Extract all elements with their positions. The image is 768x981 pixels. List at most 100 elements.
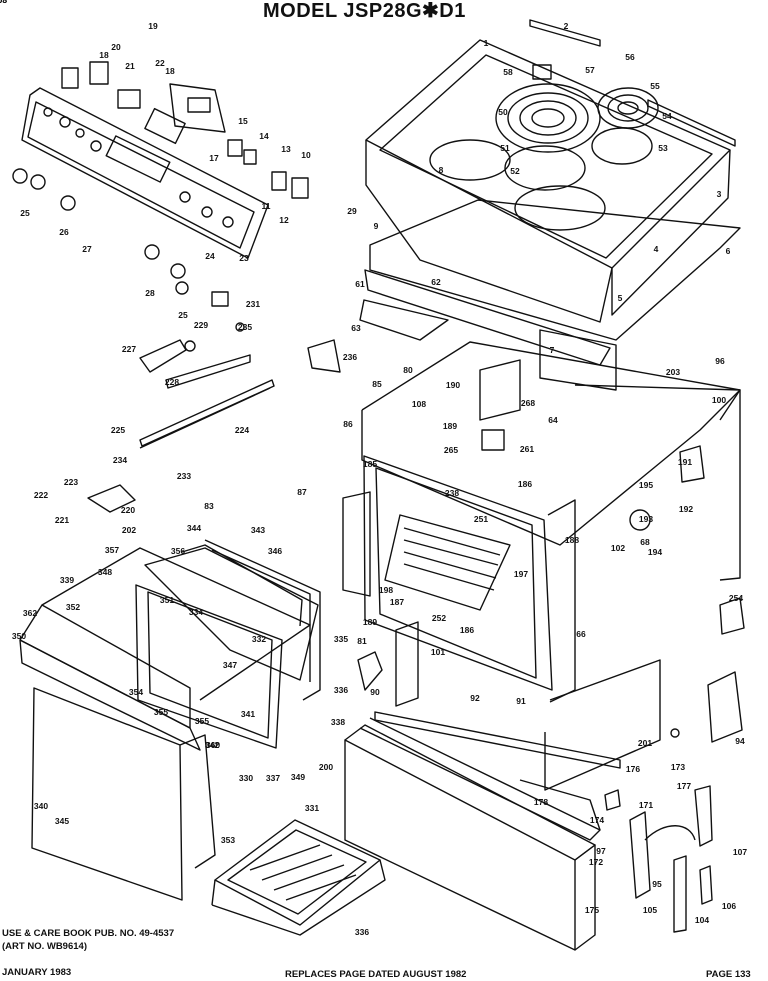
part-label-3: 3 [716, 189, 722, 199]
part-label-171: 171 [638, 800, 654, 810]
side-hardware [604, 728, 713, 933]
part-label-350: 350 [11, 631, 27, 641]
part-label-254: 254 [728, 593, 744, 603]
storage-drawer [344, 711, 621, 951]
part-label-29: 29 [347, 206, 357, 216]
part-label-221: 221 [54, 515, 70, 525]
hinge-and-rail-hardware [87, 322, 341, 513]
part-label-5: 5 [617, 293, 623, 303]
part-label-224: 224 [234, 425, 250, 435]
part-label-9: 9 [373, 221, 379, 231]
part-label-23: 23 [239, 253, 249, 263]
part-label-331: 331 [304, 803, 320, 813]
part-label-227: 227 [121, 344, 137, 354]
part-label-26: 26 [59, 227, 69, 237]
part-label-344: 344 [186, 523, 202, 533]
part-label-53: 53 [658, 143, 668, 153]
part-label-104: 104 [694, 915, 710, 925]
part-label-25: 25 [20, 208, 30, 218]
part-label-352: 352 [65, 602, 81, 612]
part-label-345: 345 [54, 816, 70, 826]
part-label-192: 192 [678, 504, 694, 514]
part-label-103: 103 [0, 0, 8, 5]
part-label-106: 106 [721, 901, 737, 911]
part-label-27: 27 [82, 244, 92, 254]
part-label-22: 22 [155, 58, 165, 68]
part-label-172: 172 [588, 857, 604, 867]
part-label-353: 353 [220, 835, 236, 845]
part-label-201: 201 [637, 738, 653, 748]
part-label-185: 185 [362, 459, 378, 469]
part-label-96: 96 [715, 356, 725, 366]
part-label-189: 189 [362, 617, 378, 627]
part-label-198: 198 [378, 585, 394, 595]
part-label-7: 7 [549, 345, 555, 355]
part-label-18: 18 [165, 66, 175, 76]
part-label-195: 195 [638, 480, 654, 490]
art-number: (ART NO. WB9614) [2, 941, 87, 952]
part-label-20: 20 [111, 42, 121, 52]
part-label-188: 188 [564, 535, 580, 545]
part-label-54: 54 [662, 111, 672, 121]
part-label-339: 339 [59, 575, 75, 585]
part-label-50: 50 [498, 107, 508, 117]
part-label-189: 189 [442, 421, 458, 431]
part-label-28: 28 [145, 288, 155, 298]
part-label-349: 349 [290, 772, 306, 782]
part-label-357: 357 [104, 545, 120, 555]
part-label-202: 202 [121, 525, 137, 535]
part-label-108: 108 [411, 399, 427, 409]
part-label-356: 356 [170, 546, 186, 556]
part-label-10: 10 [301, 150, 311, 160]
part-label-177: 177 [676, 781, 692, 791]
part-label-186: 186 [517, 479, 533, 489]
part-label-25: 25 [178, 310, 188, 320]
part-label-80: 80 [403, 365, 413, 375]
footer-page: PAGE 133 [706, 969, 751, 980]
part-label-1: 1 [483, 38, 489, 48]
part-label-6: 6 [725, 246, 731, 256]
part-label-66: 66 [576, 629, 586, 639]
part-label-173: 173 [670, 762, 686, 772]
part-label-336: 336 [333, 685, 349, 695]
part-label-233: 233 [176, 471, 192, 481]
part-label-342: 342 [204, 740, 220, 750]
part-label-11: 11 [261, 201, 271, 211]
part-label-102: 102 [610, 543, 626, 553]
part-label-341: 341 [240, 709, 256, 719]
part-label-332: 332 [251, 634, 267, 644]
part-label-81: 81 [357, 636, 367, 646]
part-label-108: 108 [0, 0, 8, 5]
part-label-87: 87 [297, 487, 307, 497]
part-label-337: 337 [265, 773, 281, 783]
part-label-220: 220 [120, 505, 136, 515]
part-label-186: 186 [459, 625, 475, 635]
part-label-12: 12 [279, 215, 289, 225]
part-label-355: 355 [153, 707, 169, 717]
part-label-231: 231 [245, 299, 261, 309]
part-label-4: 4 [653, 244, 659, 254]
part-label-252: 252 [431, 613, 447, 623]
part-label-2: 2 [563, 21, 569, 31]
part-label-176: 176 [625, 764, 641, 774]
part-label-55: 55 [650, 81, 660, 91]
part-label-191: 191 [677, 457, 693, 467]
part-label-107: 107 [732, 847, 748, 857]
part-label-190: 190 [445, 380, 461, 390]
part-label-203: 203 [665, 367, 681, 377]
part-label-100: 100 [711, 395, 727, 405]
part-label-229: 229 [193, 320, 209, 330]
part-label-92: 92 [470, 693, 480, 703]
part-label-225: 225 [110, 425, 126, 435]
part-label-83: 83 [204, 501, 214, 511]
part-label-187: 187 [389, 597, 405, 607]
part-label-64: 64 [548, 415, 558, 425]
part-label-197: 197 [513, 569, 529, 579]
part-label-101: 101 [430, 647, 446, 657]
part-label-234: 234 [112, 455, 128, 465]
part-label-265: 265 [443, 445, 459, 455]
part-label-348: 348 [97, 567, 113, 577]
part-label-194: 194 [647, 547, 663, 557]
model-title: MODEL JSP28G✱D1 [263, 0, 466, 22]
